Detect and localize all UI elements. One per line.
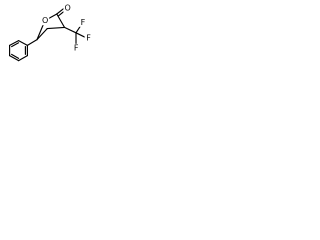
phenyl-bond-4 — [18, 55, 28, 62]
carbonyl-oxygen-label: O — [64, 3, 70, 12]
phenyl-ring — [9, 40, 28, 62]
c5-c4-bond — [36, 28, 48, 41]
fluorine-right-label: F — [86, 34, 91, 43]
c3-c4-bond — [46, 26, 66, 30]
phenyl-bond-5 — [9, 55, 20, 62]
atom-labels: O O F F F — [41, 3, 93, 53]
fluorine-top-label-group: F — [79, 18, 87, 27]
fluorine-top-label: F — [81, 18, 86, 27]
phenyl-inner-bond-3 — [11, 53, 20, 59]
phenyl-bond-1 — [9, 40, 20, 46]
cf3-f-right-bond — [75, 32, 87, 39]
ring-oxygen-label: O — [42, 16, 48, 25]
phenyl-to-c5-bond — [26, 39, 38, 46]
chemical-structure-diagram: O O F F F — [9, 3, 93, 62]
fluorine-right-label-group: F — [84, 34, 93, 43]
phenyl-inner-bond-1 — [11, 42, 20, 48]
c3-cf3-bond — [63, 26, 77, 34]
c2-c3-bond — [56, 13, 66, 28]
phenyl-bond-2 — [18, 40, 28, 46]
carbonyl-bond-1 — [56, 7, 65, 15]
fluorine-bottom-label-group: F — [72, 44, 81, 53]
ring-oxygen-label-group: O — [41, 16, 50, 26]
carbonyl-oxygen-label-group: O — [63, 3, 72, 13]
fluorine-bottom-label: F — [74, 44, 79, 53]
